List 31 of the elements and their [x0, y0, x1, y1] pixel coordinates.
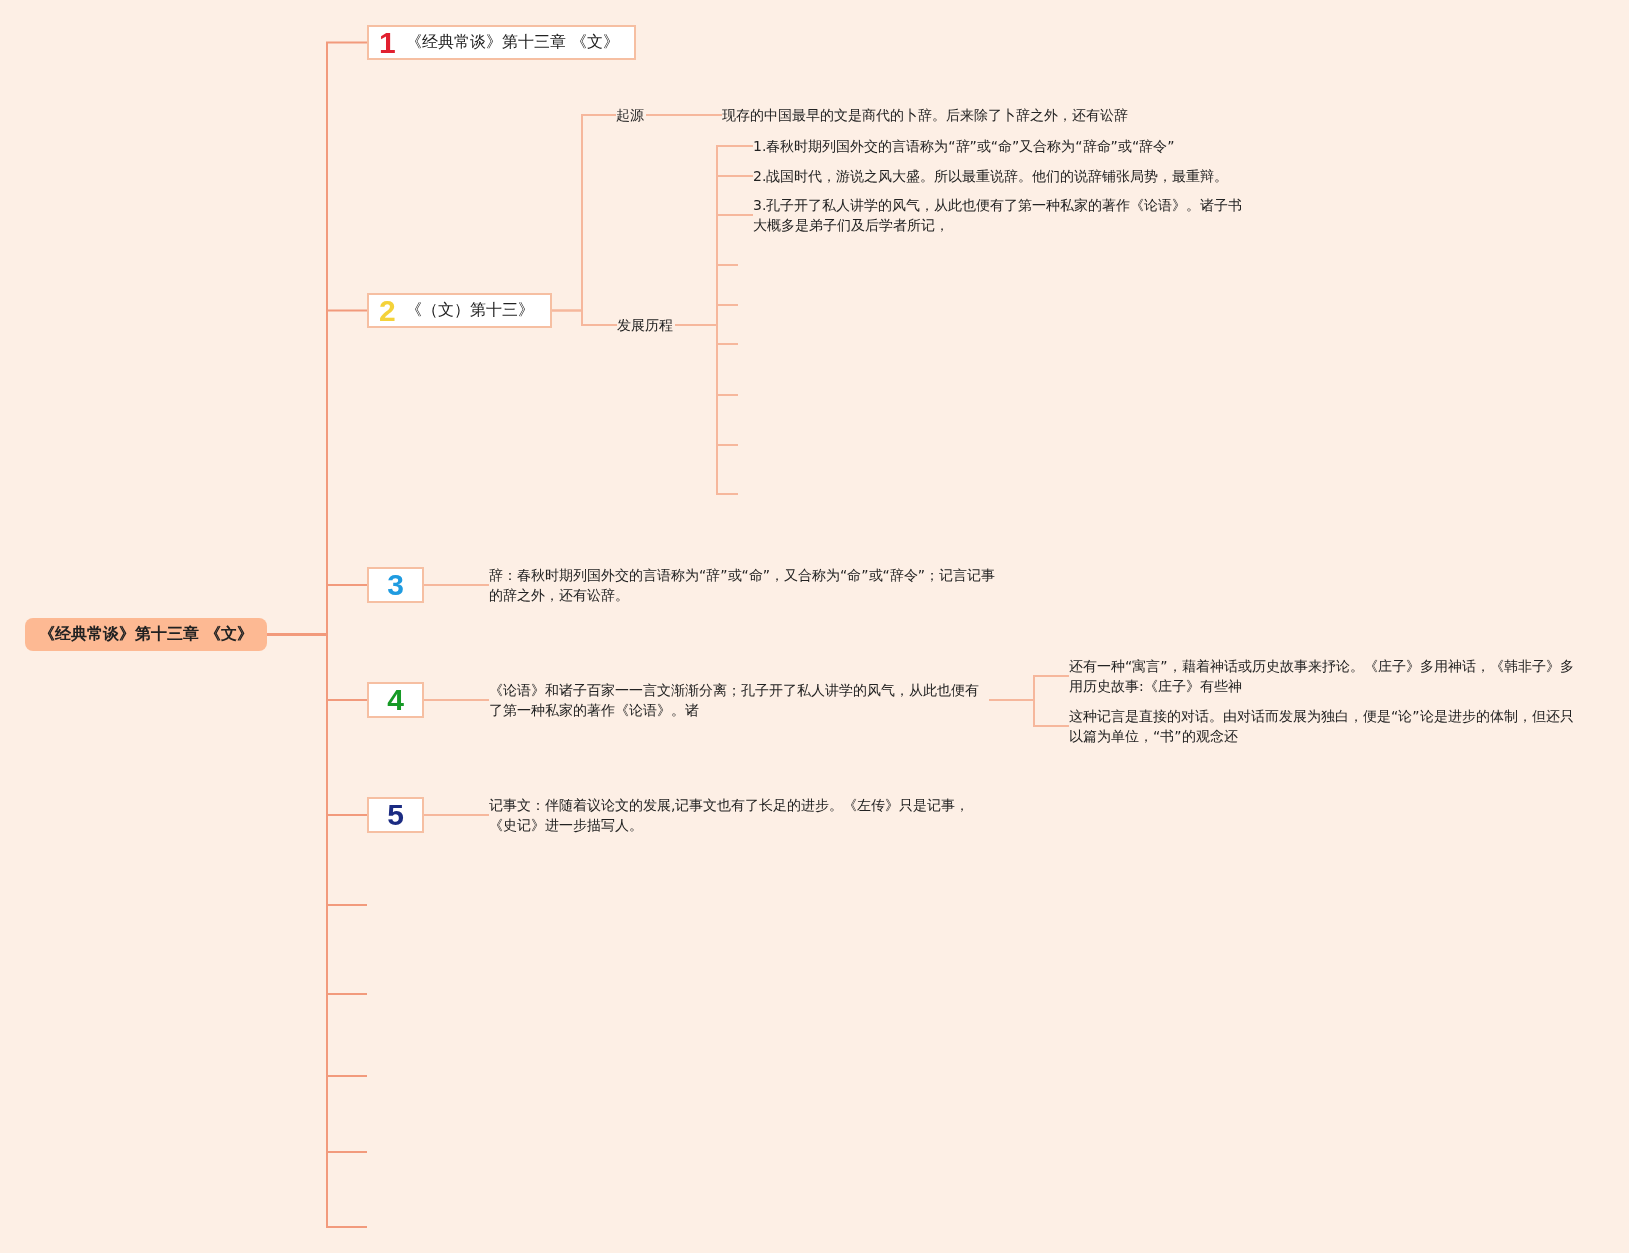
subtopic-text: 2.战国时代，游说之风大盛。所以最重说辞。他们的说辞铺张局势，最重辩。 — [753, 166, 1253, 186]
branch-line — [423, 814, 490, 816]
subtopic-text: 记事文：伴随着议论文的发展,记事文也有了长足的进步。《左传》只是记事，《史记》进一步描写人。 — [489, 795, 979, 835]
topic-card — [367, 682, 424, 718]
subtopic-text: 这种记言是直接的对话。由对话而发展为独白，便是“论”论是进步的体制，但还只以篇为单位，“书”的观念还 — [1069, 706, 1579, 746]
branch-line — [423, 699, 490, 701]
topic-title: 《（文）第十三》 — [405, 300, 534, 321]
subtopic-text: 现存的中国最早的文是商代的卜辞。后来除了卜辞之外，还有讼辞 — [722, 105, 1162, 125]
branch-line — [423, 584, 490, 586]
topic-number: 3 — [387, 570, 404, 600]
topic-card — [367, 797, 424, 833]
branch-line — [674, 324, 739, 495]
subtopic-text: 3.孔子开了私人讲学的风气，从此也便有了第一种私家的著作《论语》。诸子书大概多是弟子们及后学者所记， — [753, 195, 1253, 235]
subtopic-text: 《论语》和诸子百家一一言文渐渐分离；孔子开了私人讲学的风气，从此也便有了第一种私家的著作《论语》。诸 — [489, 680, 989, 720]
subtopic-text: 起源 — [616, 105, 646, 125]
topic-number: 5 — [387, 800, 404, 830]
subtopic-text: 发展历程 — [617, 315, 675, 335]
branch-line — [551, 309, 618, 326]
topic-title: 《经典常谈》第十三章 《文》 — [405, 32, 619, 53]
branch-line — [988, 699, 1070, 727]
topic-card — [367, 567, 424, 603]
topic-number: 4 — [387, 685, 404, 715]
topic-card — [367, 25, 636, 60]
subtopic-text: 还有一种“寓言”，藉着神话或历史故事来抒论。《庄子》多用神话，《韩非子》多用历史故事:《庄子》有些神 — [1069, 656, 1579, 696]
topic-number: 1 — [379, 27, 396, 58]
topic-card — [367, 293, 552, 328]
branch-line — [645, 114, 723, 116]
subtopic-text: 辞：春秋时期列国外交的言语称为“辞”或“命”，又合称为“命”或“辞令”；记言记事的辞之外，还有讼辞。 — [489, 565, 1004, 605]
topic-number: 2 — [379, 295, 396, 326]
central-topic: 《经典常谈》第十三章 《文》 — [25, 618, 267, 651]
subtopic-text: 1.春秋时期列国外交的言语称为“辞”或“命”又合称为“辞命”或“辞令” — [753, 136, 1253, 156]
